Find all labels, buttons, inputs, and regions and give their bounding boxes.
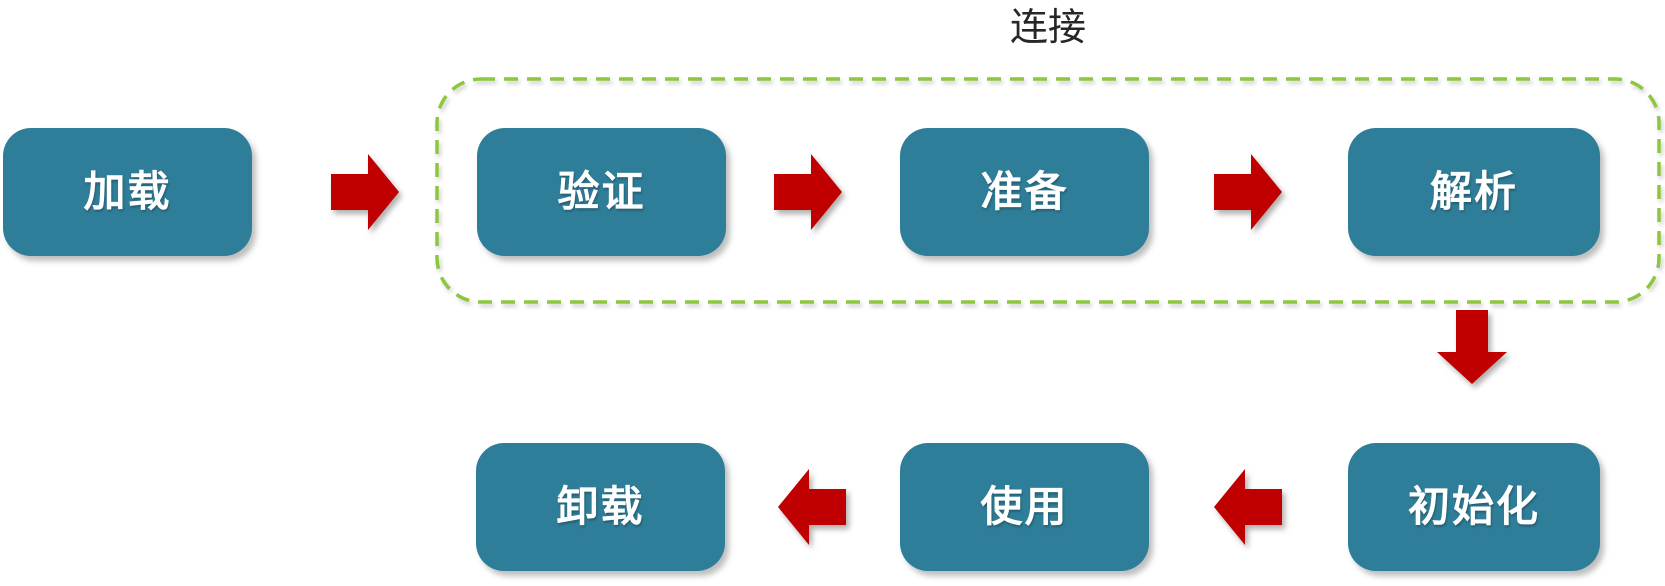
node-verify-label: 验证 — [557, 168, 646, 215]
arrow-right-verify-to-prepare-icon — [774, 154, 842, 230]
node-resolve: 解析 — [1348, 128, 1600, 256]
arrow-down-resolve-to-initialize-icon — [1437, 310, 1507, 384]
arrow-left-use-to-unload-icon — [778, 469, 846, 545]
node-unload-label: 卸载 — [556, 483, 645, 530]
node-load: 加载 — [3, 128, 252, 256]
link-phase-dashed-border — [435, 77, 1661, 304]
node-initialize-label: 初始化 — [1407, 483, 1540, 530]
node-prepare-label: 准备 — [980, 168, 1069, 215]
node-verify: 验证 — [477, 128, 726, 256]
arrow-left-initialize-to-use-icon — [1214, 469, 1282, 545]
node-initialize: 初始化 — [1348, 443, 1600, 571]
node-use: 使用 — [900, 443, 1149, 571]
arrow-right-prepare-to-resolve-icon — [1214, 154, 1282, 230]
node-load-label: 加载 — [83, 168, 172, 215]
node-prepare: 准备 — [900, 128, 1149, 256]
node-unload: 卸载 — [476, 443, 725, 571]
arrow-right-load-to-verify-icon — [331, 154, 399, 230]
link-phase-label: 连接 — [1009, 7, 1086, 49]
node-resolve-label: 解析 — [1429, 168, 1518, 215]
node-use-label: 使用 — [980, 483, 1069, 530]
